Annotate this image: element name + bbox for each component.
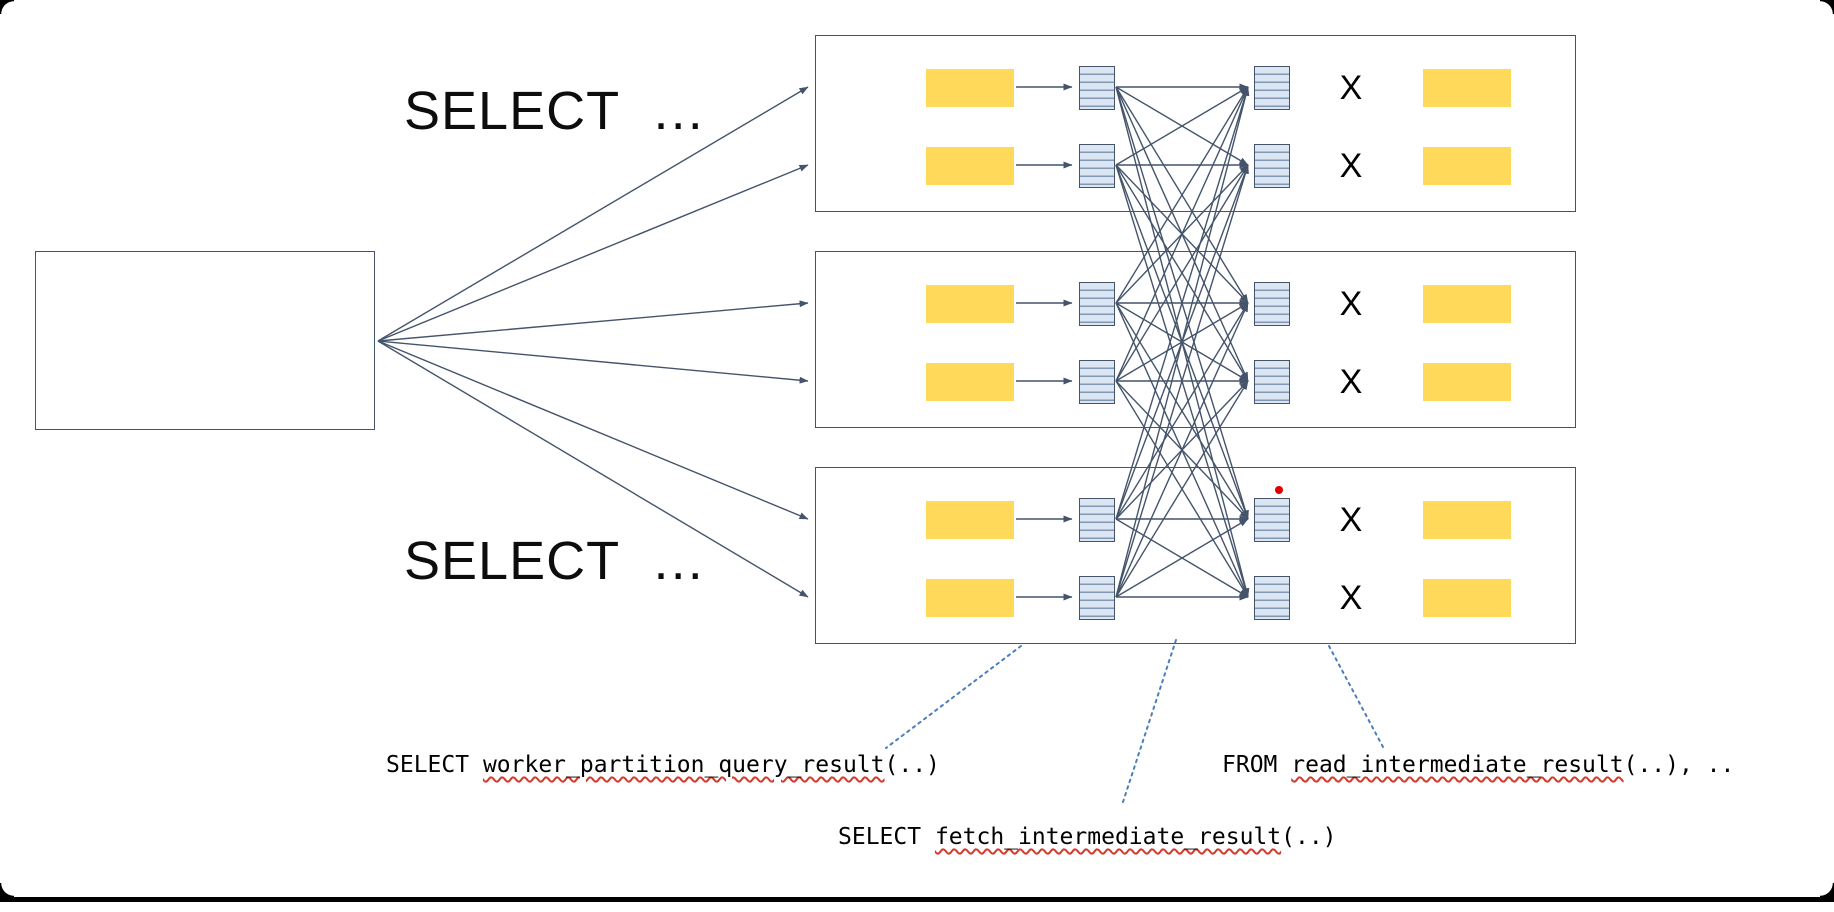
annotation-prefix: SELECT: [838, 824, 935, 850]
partition-file-icon: [1079, 144, 1115, 188]
shard-rect: [926, 501, 1014, 539]
cross-label: X: [1339, 501, 1363, 539]
fetched-file-icon: [1254, 498, 1290, 542]
result-rect: [1423, 147, 1511, 185]
window-corner: [0, 883, 14, 897]
shard-rect: [926, 69, 1014, 107]
slide-bottom-edge: [0, 897, 1834, 902]
cross-label: X: [1339, 579, 1363, 617]
shard-rect: [926, 363, 1014, 401]
coordinator-box: [35, 251, 375, 430]
window-corner: [1820, 0, 1834, 14]
window-corner: [0, 0, 14, 14]
fetched-file-icon: [1254, 576, 1290, 620]
fetched-file-icon: [1254, 360, 1290, 404]
red-dot-marker: [1275, 486, 1283, 494]
annotation-prefix: SELECT: [386, 752, 483, 778]
cross-label: X: [1339, 285, 1363, 323]
cross-label: X: [1339, 69, 1363, 107]
result-rect: [1423, 69, 1511, 107]
result-rect: [1423, 579, 1511, 617]
partition-file-icon: [1079, 282, 1115, 326]
shard-rect: [926, 285, 1014, 323]
result-rect: [1423, 501, 1511, 539]
result-rect: [1423, 285, 1511, 323]
annotation-read-query: FROM read_intermediate_result(..), ..: [1222, 752, 1734, 778]
annotation-suffix: (..): [884, 752, 940, 778]
partition-file-icon: [1079, 576, 1115, 620]
annotation-suffix: (..), ..: [1623, 752, 1735, 778]
fetched-file-icon: [1254, 144, 1290, 188]
annotation-partition-query: SELECT worker_partition_query_result(..): [386, 752, 940, 778]
fetched-file-icon: [1254, 66, 1290, 110]
partition-file-icon: [1079, 498, 1115, 542]
annotation-function: read_intermediate_result: [1291, 752, 1624, 778]
worker-box-3: X X: [815, 467, 1576, 644]
annotation-function: fetch_intermediate_result: [934, 824, 1282, 850]
partition-file-icon: [1079, 66, 1115, 110]
select-query-label-bottom: SELECT …: [404, 531, 707, 591]
cross-label: X: [1339, 363, 1363, 401]
worker-box-2: X X: [815, 251, 1576, 428]
fetched-file-icon: [1254, 282, 1290, 326]
result-rect: [1423, 363, 1511, 401]
window-corner: [1820, 883, 1834, 897]
partition-file-icon: [1079, 360, 1115, 404]
select-query-label-top: SELECT …: [404, 81, 707, 141]
annotation-function: worker_partition_query_result: [482, 752, 885, 778]
shard-rect: [926, 147, 1014, 185]
cross-label: X: [1339, 147, 1363, 185]
worker-box-1: X X: [815, 35, 1576, 212]
annotation-suffix: (..): [1281, 824, 1337, 850]
annotation-prefix: FROM: [1222, 752, 1292, 778]
shard-rect: [926, 579, 1014, 617]
annotation-fetch-query: SELECT fetch_intermediate_result(..): [838, 824, 1337, 850]
